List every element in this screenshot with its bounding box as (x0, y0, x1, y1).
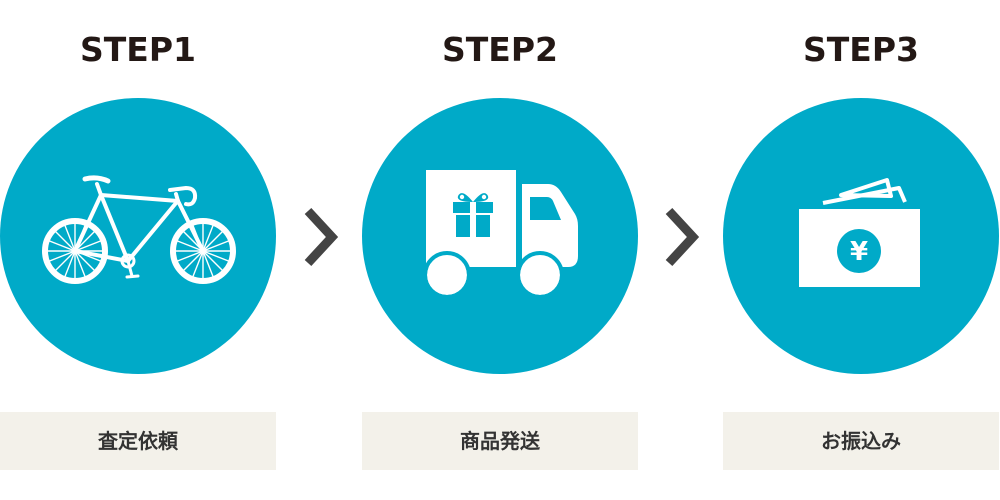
step-2-label-box: 商品発送 (362, 412, 638, 470)
chevron-right-icon (304, 207, 339, 267)
step-3-title: STEP3 (803, 30, 919, 69)
step-2: STEP2 (362, 0, 638, 500)
step-3: STEP3 ¥ お振込み (723, 0, 999, 500)
yen-wallet-icon: ¥ (799, 178, 920, 287)
step-1-label-box: 査定依頼 (0, 412, 276, 470)
yen-symbol: ¥ (850, 237, 868, 267)
step-2-circle (362, 98, 638, 374)
step-2-label: 商品発送 (460, 429, 540, 453)
step-1-title: STEP1 (80, 30, 196, 69)
step-1-label: 査定依頼 (98, 429, 178, 453)
delivery-truck-icon (423, 170, 578, 299)
step-3-label: お振込み (821, 429, 901, 453)
step-1: STEP1 (0, 0, 276, 500)
step-2-title: STEP2 (442, 30, 558, 69)
step-3-label-box: お振込み (723, 412, 999, 470)
chevron-right-icon (665, 207, 700, 267)
bicycle-icon (42, 175, 236, 284)
step-1-circle (0, 98, 276, 374)
step-3-circle: ¥ (723, 98, 999, 374)
